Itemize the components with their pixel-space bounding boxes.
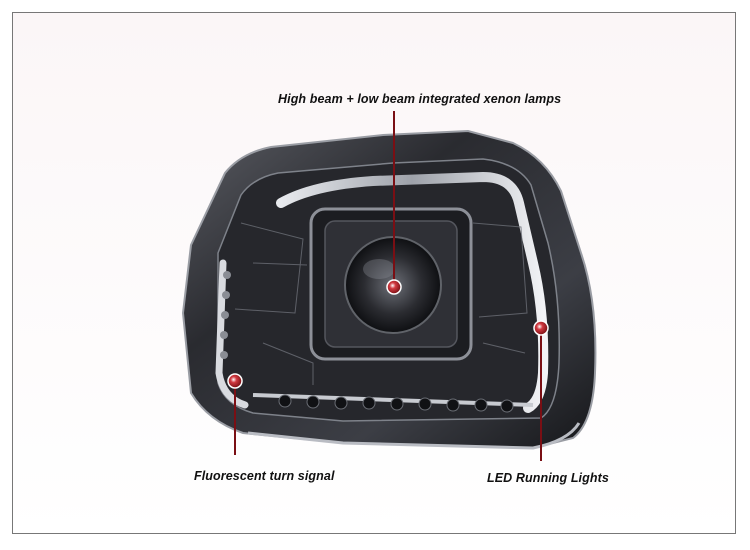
turn-signal-label: Fluorescent turn signal — [194, 469, 335, 483]
image-frame: High beam + low beam integrated xenon la… — [12, 12, 736, 534]
running-lights-label: LED Running Lights — [487, 471, 609, 485]
xenon-lamp-label: High beam + low beam integrated xenon la… — [278, 92, 562, 106]
headlight-photo — [13, 13, 735, 533]
